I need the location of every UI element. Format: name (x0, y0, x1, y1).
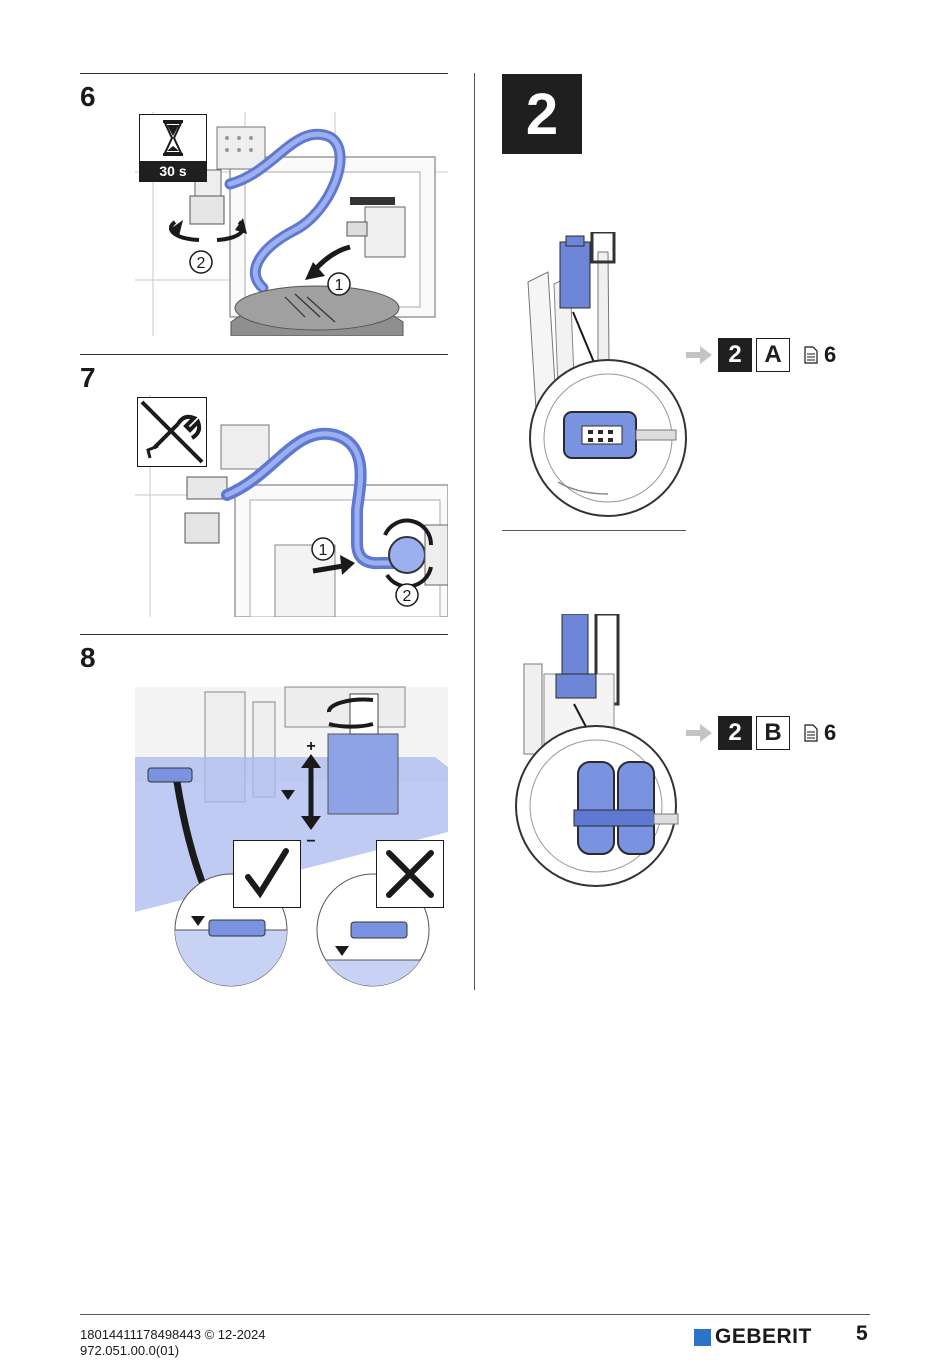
step-7-divider (80, 354, 448, 355)
timer-label: 30 s (140, 161, 206, 181)
step-number-6: 6 (80, 81, 96, 112)
document-icon (804, 346, 818, 364)
level-minus-label: − (306, 833, 315, 850)
reference-b-page: 6 (824, 720, 837, 745)
footer-article-number: 972.051.00.0(01) (80, 1343, 180, 1358)
column-divider (474, 73, 475, 990)
footer-divider (80, 1314, 870, 1315)
step-8-illustration: + − (135, 672, 448, 987)
brand-logo: GEBERIT (694, 1325, 812, 1349)
check-icon (245, 848, 289, 899)
cross-box (376, 840, 444, 908)
step-6-callout-2: 2 (197, 255, 206, 272)
check-box (233, 840, 301, 908)
timer-box: 30 s (139, 114, 207, 182)
section-badge: 2 (502, 74, 582, 154)
brand-square-icon (694, 1328, 711, 1346)
reference-b-variant: B (756, 716, 790, 750)
variant-b-illustration (514, 614, 692, 894)
reference-variant-a[interactable]: 2 A 6 (686, 337, 836, 373)
no-wrench-icon (140, 400, 204, 464)
variant-divider (502, 530, 686, 531)
step-number-8: 8 (80, 642, 96, 673)
footer-document-id: 18014411178498443 © 12-2024 (80, 1327, 266, 1342)
document-icon (804, 724, 818, 742)
reference-a-badge: 2 (718, 338, 752, 372)
reference-a-page: 6 (824, 342, 837, 367)
page-number: 5 (856, 1322, 868, 1345)
hourglass-icon (163, 120, 183, 156)
step-7-callout-2: 2 (403, 588, 412, 605)
step-6-illustration: 2 1 30 s (135, 112, 448, 336)
step-7-callout-1: 1 (319, 542, 328, 559)
step-6-callout-1: 1 (335, 277, 344, 294)
step-7-illustration: 1 2 (135, 395, 448, 617)
step-number-7: 7 (80, 362, 96, 393)
arrow-right-icon (686, 346, 712, 364)
reference-b-badge: 2 (718, 716, 752, 750)
no-wrench-box (137, 397, 207, 467)
brand-name: GEBERIT (715, 1325, 812, 1348)
cross-icon (386, 850, 434, 898)
arrow-right-icon (686, 724, 712, 742)
variant-a-illustration (518, 232, 696, 518)
step-8-divider (80, 634, 448, 635)
reference-a-variant: A (756, 338, 790, 372)
level-plus-label: + (306, 738, 315, 755)
reference-variant-b[interactable]: 2 B 6 (686, 715, 836, 751)
step-6-divider (80, 73, 448, 74)
